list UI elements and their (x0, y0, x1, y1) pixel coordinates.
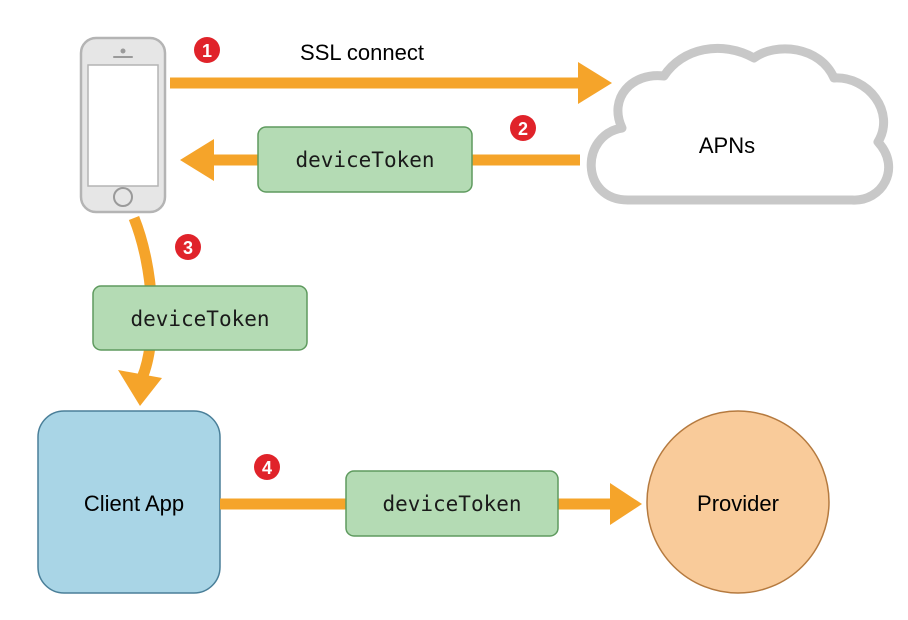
step-4-number: 4 (262, 458, 272, 478)
step-3-badge: 3 (175, 234, 201, 260)
ssl-connect-arrow (170, 62, 612, 104)
device-token-label-2: deviceToken (295, 148, 434, 172)
cloud-icon (586, 43, 894, 205)
device-token-label-3: deviceToken (130, 307, 269, 331)
apns-label: APNs (699, 133, 755, 158)
step-2-badge: 2 (510, 115, 536, 141)
provider-circle: Provider (646, 410, 830, 594)
device-token-box-2: deviceToken (257, 126, 473, 193)
step-2-number: 2 (518, 119, 528, 139)
device-token-box-3: deviceToken (92, 285, 308, 351)
iphone-icon (79, 36, 167, 214)
provider-label: Provider (697, 491, 779, 516)
step-3-number: 3 (183, 238, 193, 258)
device-token-label-4: deviceToken (382, 492, 521, 516)
step-1-badge: 1 (194, 37, 220, 63)
ssl-connect-label: SSL connect (300, 40, 424, 65)
device-token-box-4: deviceToken (345, 470, 559, 537)
client-app-box: Client App (37, 410, 221, 594)
client-app-label: Client App (84, 491, 184, 516)
step-4-badge: 4 (254, 454, 280, 480)
step-1-number: 1 (202, 41, 212, 61)
